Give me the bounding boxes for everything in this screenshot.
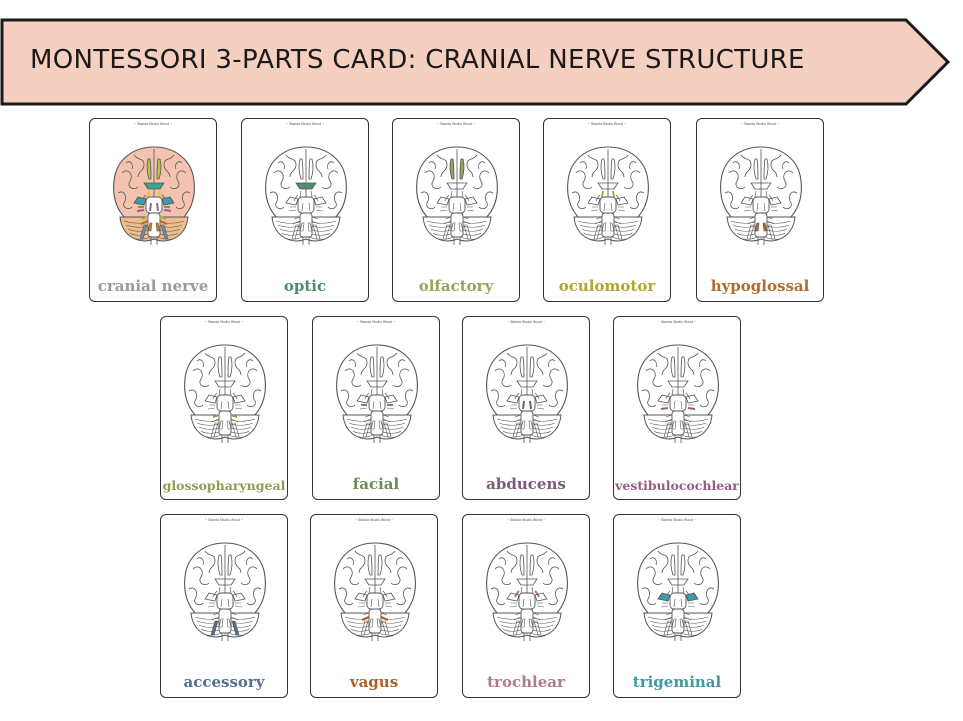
brain-diagram-hypoglossal bbox=[711, 141, 811, 259]
brain-diagram-trochlear bbox=[477, 537, 577, 655]
card-abducens: ~ Standa Studio Wood ~ abducens bbox=[462, 316, 590, 500]
card-vestibulocochlear: ~ Standa Studio Wood ~ vestibulocochlear bbox=[613, 316, 741, 500]
card-label: vagus bbox=[349, 673, 399, 691]
title-banner: MONTESSORI 3-PARTS CARD: CRANIAL NERVE S… bbox=[0, 18, 952, 108]
card-olfactory: ~ Standa Studio Wood ~ olfactory bbox=[392, 118, 520, 302]
card-label: trochlear bbox=[487, 673, 565, 691]
brain-diagram-glossopharyngeal bbox=[175, 339, 275, 457]
card-credit: ~ Standa Studio Wood ~ bbox=[133, 122, 173, 126]
brain-diagram-facial bbox=[327, 339, 427, 457]
card-label: cranial nerve bbox=[97, 277, 209, 295]
card-label: abducens bbox=[486, 475, 566, 493]
card-trochlear: ~ Standa Studio Wood ~ trochlear bbox=[462, 514, 590, 698]
card-credit: ~ Standa Studio Wood ~ bbox=[587, 122, 627, 126]
card-credit: ~ Standa Studio Wood ~ bbox=[506, 320, 546, 324]
card-label: facial bbox=[352, 475, 400, 493]
card-credit: ~ Standa Studio Wood ~ bbox=[204, 320, 244, 324]
card-optic: ~ Standa Studio Wood ~ optic bbox=[241, 118, 369, 302]
brain-diagram-olfactory bbox=[407, 141, 507, 259]
card-credit: ~ Standa Studio Wood ~ bbox=[356, 320, 396, 324]
card-cranial-nerve: ~ Standa Studio Wood ~ cranial nerve bbox=[89, 118, 217, 302]
card-credit: ~ Standa Studio Wood ~ bbox=[657, 320, 697, 324]
brain-diagram-accessory bbox=[175, 537, 275, 655]
brain-diagram-vestibulocochlear bbox=[628, 339, 728, 457]
card-label: olfactory bbox=[418, 277, 494, 295]
card-label: hypoglossal bbox=[710, 277, 810, 295]
card-facial: ~ Standa Studio Wood ~ facial bbox=[312, 316, 440, 500]
card-hypoglossal: ~ Standa Studio Wood ~ hypoglossal bbox=[696, 118, 824, 302]
card-label: optic bbox=[283, 277, 327, 295]
card-label: vestibulocochlear bbox=[615, 478, 739, 493]
card-credit: ~ Standa Studio Wood ~ bbox=[506, 518, 546, 522]
brain-diagram-optic bbox=[256, 141, 356, 259]
card-label: trigeminal bbox=[632, 673, 722, 691]
card-credit: ~ Standa Studio Wood ~ bbox=[436, 122, 476, 126]
card-label: glossopharyngeal bbox=[162, 478, 286, 493]
card-trigeminal: ~ Standa Studio Wood ~ trigeminal bbox=[613, 514, 741, 698]
card-credit: ~ Standa Studio Wood ~ bbox=[657, 518, 697, 522]
card-credit: ~ Standa Studio Wood ~ bbox=[285, 122, 325, 126]
card-vagus: ~ Standa Studio Wood ~ vagus bbox=[310, 514, 438, 698]
page-title: MONTESSORI 3-PARTS CARD: CRANIAL NERVE S… bbox=[30, 45, 805, 75]
brain-diagram-trigeminal bbox=[628, 537, 728, 655]
card-credit: ~ Standa Studio Wood ~ bbox=[204, 518, 244, 522]
brain-diagram-vagus bbox=[325, 537, 425, 655]
card-credit: ~ Standa Studio Wood ~ bbox=[354, 518, 394, 522]
brain-diagram-abducens bbox=[477, 339, 577, 457]
card-glossopharyngeal: ~ Standa Studio Wood ~ glossopharyngeal bbox=[160, 316, 288, 500]
card-label: oculomotor bbox=[558, 277, 656, 295]
brain-diagram-oculomotor bbox=[558, 141, 658, 259]
card-label: accessory bbox=[183, 673, 265, 691]
card-oculomotor: ~ Standa Studio Wood ~ oculomotor bbox=[543, 118, 671, 302]
card-accessory: ~ Standa Studio Wood ~ accessory bbox=[160, 514, 288, 698]
card-credit: ~ Standa Studio Wood ~ bbox=[740, 122, 780, 126]
brain-diagram-cranial-nerve bbox=[104, 141, 204, 259]
banner-arrow-shape bbox=[0, 18, 951, 106]
